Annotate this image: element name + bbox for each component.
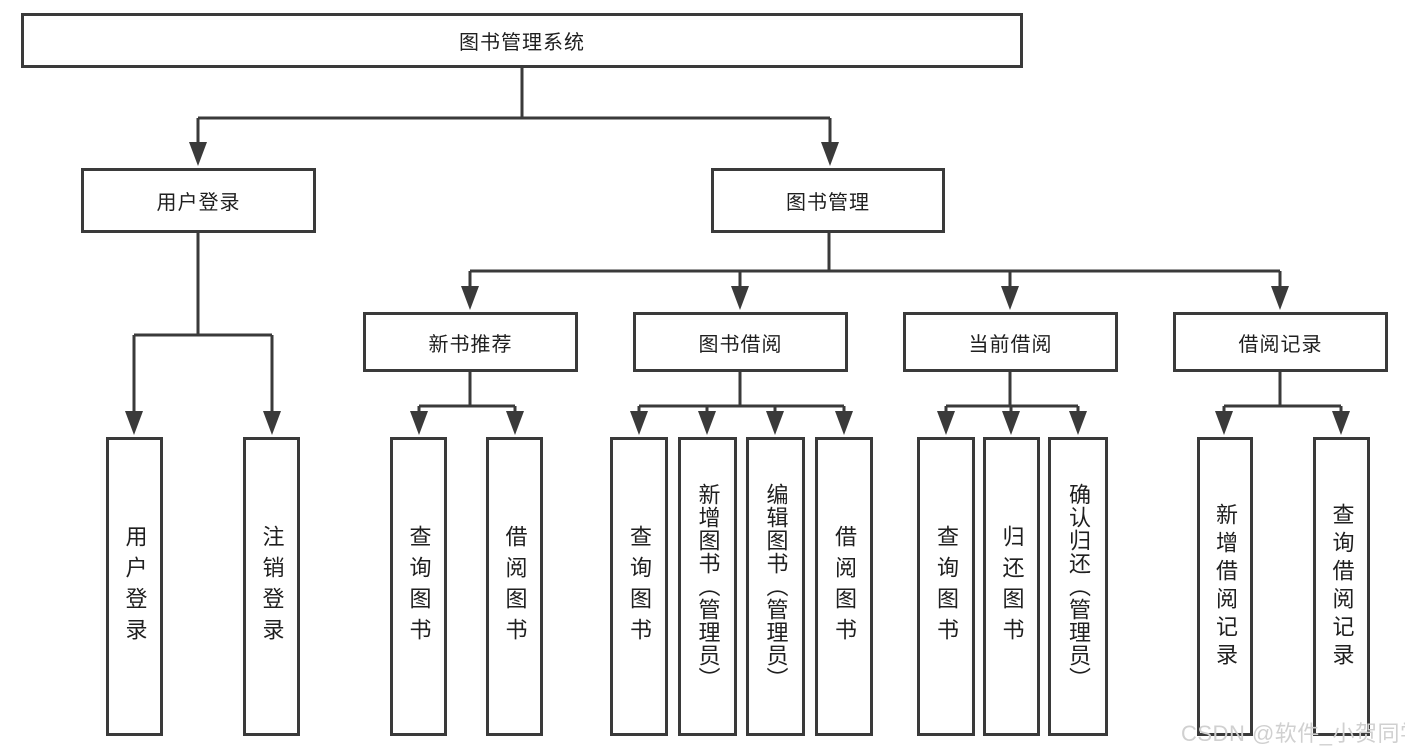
leaf-return-books-label: 归还图书 (999, 524, 1025, 649)
connector-user-login (132, 233, 274, 413)
connector-book-management (468, 233, 1282, 288)
leaf-add-borrow-record: 新增借阅记录 (1197, 437, 1253, 736)
leaf-edit-books-admin-label: 编辑图书（管理员） (763, 483, 789, 690)
node-book-management-module: 图书管理 (711, 168, 945, 233)
node-root-system-label: 图书管理系统 (459, 32, 585, 54)
node-book-management-module-label: 图书管理 (786, 192, 870, 214)
connector-current-borrow (944, 372, 1080, 413)
connector-book-borrow (637, 372, 846, 413)
node-user-login-module: 用户登录 (81, 168, 316, 233)
leaf-add-borrow-record-label: 新增借阅记录 (1213, 502, 1238, 671)
leaf-borrow-books-label: 借阅图书 (832, 524, 857, 649)
node-current-borrow: 当前借阅 (903, 312, 1118, 372)
node-borrow-records-label: 借阅记录 (1238, 333, 1323, 356)
leaf-borrow-books: 借阅图书 (815, 437, 873, 736)
leaf-user-login-label: 用户登录 (122, 524, 148, 649)
leaf-add-books-admin-label: 新增图书（管理员） (695, 483, 721, 690)
leaf-query-books-borrow: 查询图书 (610, 437, 668, 736)
leaf-query-books-current-label: 查询图书 (934, 524, 959, 649)
leaf-borrow-books-recommend: 借阅图书 (486, 437, 543, 736)
leaf-query-borrow-record: 查询借阅记录 (1313, 437, 1370, 736)
connector-new-book-recommend (417, 372, 517, 413)
leaf-query-books-current: 查询图书 (917, 437, 975, 736)
leaf-borrow-books-recommend-label: 借阅图书 (502, 524, 528, 649)
node-root-system: 图书管理系统 (21, 13, 1023, 68)
watermark-text: CSDN @软件_小贺同学 (1181, 721, 1405, 746)
node-new-book-recommend: 新书推荐 (363, 312, 578, 372)
node-new-book-recommend-label: 新书推荐 (428, 333, 513, 356)
connector-borrow-records (1222, 372, 1343, 413)
node-current-borrow-label: 当前借阅 (968, 333, 1053, 356)
arrowheads (125, 142, 1350, 435)
leaf-query-books-recommend-label: 查询图书 (406, 524, 432, 649)
node-book-borrow-label: 图书借阅 (698, 333, 783, 356)
leaf-query-books-borrow-label: 查询图书 (627, 524, 652, 649)
leaf-query-borrow-record-label: 查询借阅记录 (1329, 502, 1355, 671)
connector-root (196, 68, 832, 144)
leaf-return-books: 归还图书 (983, 437, 1040, 736)
leaf-add-books-admin: 新增图书（管理员） (678, 437, 737, 736)
leaf-query-books-recommend: 查询图书 (390, 437, 447, 736)
leaf-confirm-return-admin: 确认归还（管理员） (1048, 437, 1108, 736)
node-book-borrow: 图书借阅 (633, 312, 848, 372)
node-user-login-module-label: 用户登录 (156, 192, 241, 214)
node-borrow-records: 借阅记录 (1173, 312, 1388, 372)
leaf-logout: 注销登录 (243, 437, 300, 736)
leaf-confirm-return-admin-label: 确认归还（管理员） (1066, 483, 1091, 690)
leaf-edit-books-admin: 编辑图书（管理员） (746, 437, 805, 736)
leaf-logout-label: 注销登录 (259, 524, 285, 649)
leaf-user-login: 用户登录 (106, 437, 163, 736)
